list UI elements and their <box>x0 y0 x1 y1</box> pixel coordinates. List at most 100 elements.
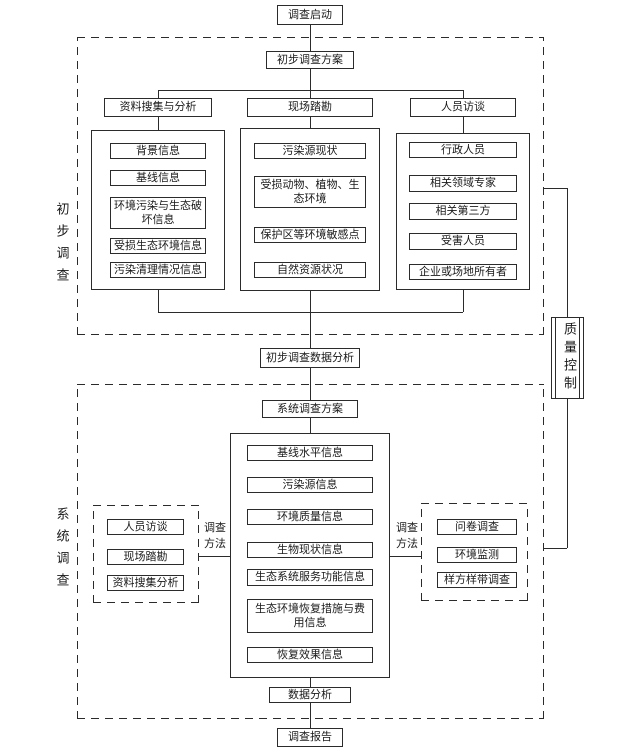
item-label: 生态环境恢复措施与费用信息 <box>255 601 365 629</box>
node-label: 质量控制 <box>560 322 576 394</box>
item-box: 相关领域专家 <box>409 175 517 192</box>
group-site-survey <box>240 128 380 291</box>
item-box: 基线水平信息 <box>247 445 373 461</box>
connector-line <box>158 90 463 91</box>
connector-line <box>310 312 311 348</box>
node-preliminary-plan: 初步调查方案 <box>266 51 354 69</box>
item-box: 基线信息 <box>110 170 206 186</box>
node-label: 调查报告 <box>288 730 332 744</box>
node-quality-control: 质量控制 <box>551 317 584 399</box>
item-box: 生态环境恢复措施与费用信息 <box>247 599 373 633</box>
item-box: 环境质量信息 <box>247 509 373 525</box>
label-survey-method-left: 调查方法 <box>204 521 226 550</box>
node-label: 初步调查数据分析 <box>266 350 354 364</box>
connector-line <box>390 556 421 557</box>
connector-line <box>158 117 159 130</box>
group-interview <box>396 133 530 290</box>
double-border-line <box>579 318 580 398</box>
item-label: 污染清理情况信息 <box>114 262 202 276</box>
item-box: 问卷调查 <box>437 519 517 535</box>
item-box: 现场踏勘 <box>107 549 184 565</box>
quality-control-bracket-line <box>567 399 568 548</box>
item-label: 背景信息 <box>136 143 180 157</box>
item-label: 恢复效果信息 <box>277 647 343 661</box>
item-box: 恢复效果信息 <box>247 647 373 663</box>
node-label: 初步调查方案 <box>277 52 343 66</box>
node-survey-start: 调查启动 <box>277 5 343 25</box>
item-label: 人员访谈 <box>123 519 168 533</box>
item-label: 基线水平信息 <box>277 445 343 459</box>
quality-control-bracket-line <box>567 188 568 317</box>
quality-control-bracket-line <box>543 548 567 549</box>
node-label: 数据分析 <box>288 687 332 701</box>
connector-line <box>310 291 311 312</box>
item-box: 样方样带调查 <box>437 572 517 588</box>
item-box: 受损动物、植物、生态环境 <box>254 176 366 208</box>
item-label: 资料搜集分析 <box>112 575 179 589</box>
node-preliminary-data-analysis: 初步调查数据分析 <box>260 348 360 368</box>
item-label: 保护区等环境敏感点 <box>260 227 360 241</box>
double-border-line <box>555 318 556 398</box>
item-label: 环境监测 <box>455 547 499 561</box>
connector-line <box>463 290 464 312</box>
item-box: 污染源现状 <box>254 143 366 159</box>
item-box: 环境监测 <box>437 547 517 563</box>
item-box: 受损生态环境信息 <box>110 238 206 254</box>
item-box: 行政人员 <box>409 142 517 158</box>
connector-line <box>310 703 311 728</box>
item-label: 问卷调查 <box>455 519 499 533</box>
item-label: 生物现状信息 <box>277 542 343 556</box>
item-box: 污染清理情况信息 <box>110 262 206 278</box>
item-label: 环境质量信息 <box>277 509 343 523</box>
item-label: 行政人员 <box>441 142 485 156</box>
node-label: 系统调查方案 <box>277 401 343 415</box>
node-label: 资料搜集与分析 <box>119 100 197 114</box>
item-box: 自然资源状况 <box>254 262 366 278</box>
group-data-collection <box>91 130 225 290</box>
item-box: 相关第三方 <box>409 203 517 220</box>
header-site-survey: 现场踏勘 <box>247 98 373 117</box>
node-survey-report: 调查报告 <box>277 728 343 747</box>
item-box: 受害人员 <box>409 233 517 250</box>
item-label: 现场踏勘 <box>123 549 168 563</box>
connector-line <box>310 25 311 51</box>
connector-line <box>310 418 311 433</box>
label-system-survey: 系统调查 <box>53 507 69 595</box>
item-box: 环境污染与生态破坏信息 <box>110 197 206 229</box>
connector-line <box>158 290 159 312</box>
header-interview: 人员访谈 <box>410 98 516 117</box>
item-box: 资料搜集分析 <box>107 575 184 591</box>
item-box: 企业或场地所有者 <box>409 264 517 280</box>
node-label: 现场踏勘 <box>288 100 332 114</box>
item-label: 受损生态环境信息 <box>114 238 202 252</box>
header-data-collection: 资料搜集与分析 <box>104 98 212 117</box>
item-label: 环境污染与生态破坏信息 <box>114 198 202 226</box>
connector-line <box>310 117 311 128</box>
connector-line <box>198 556 230 557</box>
node-system-plan: 系统调查方案 <box>262 400 358 418</box>
item-label: 自然资源状况 <box>277 262 343 276</box>
item-label: 受损动物、植物、生态环境 <box>260 177 360 205</box>
item-label: 污染源现状 <box>282 143 338 157</box>
connector-line <box>310 368 311 400</box>
quality-control-bracket-line <box>543 188 567 189</box>
node-data-analysis: 数据分析 <box>269 687 351 703</box>
node-label: 调查启动 <box>288 7 332 21</box>
item-box: 保护区等环境敏感点 <box>254 227 366 243</box>
group-system-info <box>230 433 390 678</box>
item-label: 基线信息 <box>136 170 180 184</box>
connector-line <box>310 678 311 687</box>
item-box: 背景信息 <box>110 143 206 159</box>
item-label: 企业或场地所有者 <box>419 264 507 278</box>
item-box: 生物现状信息 <box>247 542 373 558</box>
connector-line <box>463 90 464 98</box>
item-box: 人员访谈 <box>107 519 184 535</box>
item-label: 污染源信息 <box>282 477 338 491</box>
node-label: 人员访谈 <box>441 100 485 114</box>
connector-line <box>463 117 464 133</box>
connector-line <box>310 69 311 98</box>
item-label: 受害人员 <box>441 234 485 248</box>
item-label: 生态系统服务功能信息 <box>255 570 365 584</box>
item-label: 相关第三方 <box>435 204 491 218</box>
